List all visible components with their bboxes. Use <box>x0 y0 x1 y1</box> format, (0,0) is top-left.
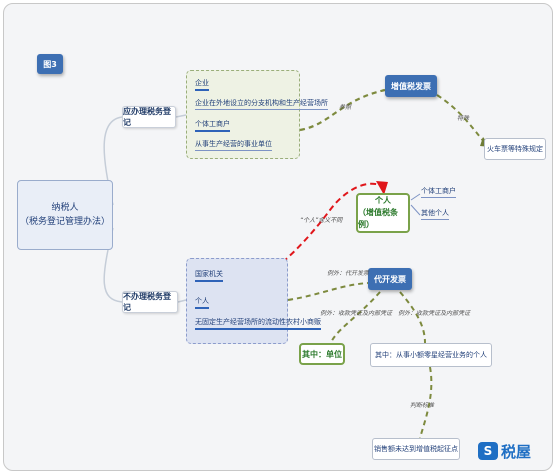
label-proxy-usage: 例外：代开发票 <box>327 270 370 277</box>
link-proxy-usage <box>287 282 369 301</box>
node-units: 其中：单位 <box>299 343 345 365</box>
node-railway-rule: 火车票等特殊规定 <box>484 138 546 160</box>
label-special: 特殊 <box>457 115 470 122</box>
link-register-group <box>175 114 187 118</box>
label-reference: 参照 <box>339 104 352 111</box>
node-sporadic-individual: 其中：从事小额零星经营业务的个人 <box>370 343 492 367</box>
root-node-taxpayer: 纳税人 （税务登记管理办法） <box>17 180 113 250</box>
link-individual-items <box>410 193 421 201</box>
individual-item-business: 个体工商户 <box>421 186 456 198</box>
root-subtitle: （税务登记管理办法） <box>19 217 110 227</box>
label-judgment: 判断标准 <box>410 402 435 409</box>
individual-item-other: 其他个人 <box>421 208 449 220</box>
watermark-text: 税屋 <box>501 442 532 461</box>
no-register-item-vendor: 无固定生产经营场所的流动性农村小商贩 <box>195 317 321 330</box>
label-receipt-right: 例外：收款凭证及内部凭证 <box>398 310 471 317</box>
no-register-item-state-organ: 国家机关 <box>195 269 223 282</box>
register-item-individual-business: 个体工商户 <box>195 119 230 132</box>
branch-register: 应办理税务登记 <box>122 106 176 128</box>
watermark-icon: S <box>478 442 498 460</box>
node-threshold: 销售额未达到增值税起征点 <box>372 438 460 460</box>
link-reference <box>299 88 386 132</box>
watermark-logo: S 税屋 <box>478 440 531 462</box>
figure-tag: 图3 <box>37 54 63 74</box>
node-individual: 个人 （增值税条例） <box>356 193 410 233</box>
node-vat-invoice: 增值税发票 <box>385 75 437 97</box>
branch-no-register: 不办理税务登记 <box>122 291 178 313</box>
root-title: 纳税人 <box>51 203 79 213</box>
group-no-register-items: 国家机关 个人 无固定生产经营场所的流动性农村小商贩 <box>186 258 321 344</box>
node-proxy-invoice: 代开发票 <box>368 268 412 290</box>
register-item-enterprise: 企业 <box>195 78 209 91</box>
link-receipt-left <box>329 291 381 346</box>
individual-title: 个人 <box>375 196 391 205</box>
link-judgment <box>419 366 433 439</box>
no-register-item-individual: 个人 <box>195 296 209 309</box>
register-item-branch: 企业在外地设立的分支机构和生产经营场所 <box>195 98 328 110</box>
link-no-register-group <box>177 299 187 303</box>
register-item-public-unit: 从事生产经营的事业单位 <box>195 139 272 151</box>
group-register-items: 企业 企业在外地设立的分支机构和生产经营场所 个体工商户 从事生产经营的事业单位 <box>186 70 328 159</box>
link-receipt-right <box>399 291 426 344</box>
individual-subtitle: （增值税条例） <box>358 208 398 229</box>
label-receipt-left: 例外：收款凭证及内部凭证 <box>320 310 393 317</box>
label-concept-diff: “个人”含义不同 <box>300 217 343 224</box>
